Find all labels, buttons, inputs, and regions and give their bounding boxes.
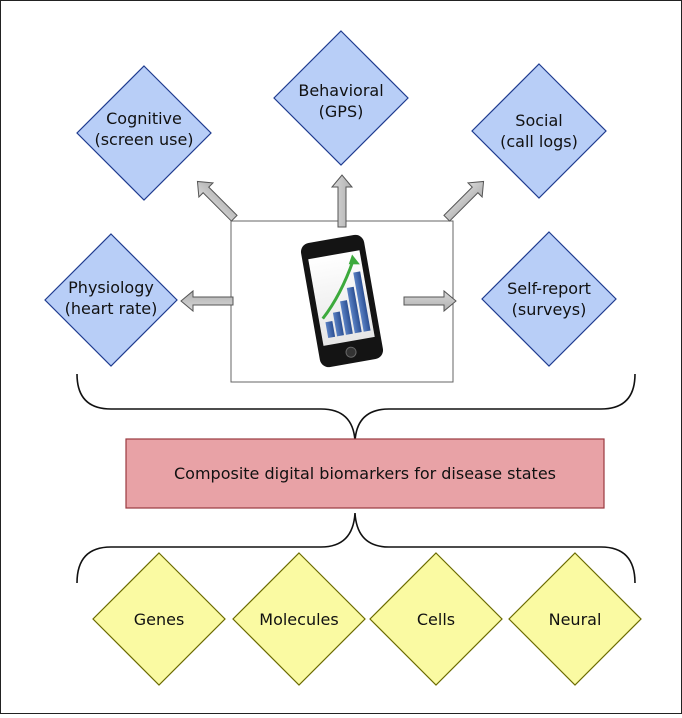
node-behavioral: Behavioral (GPS) xyxy=(273,30,409,166)
lower-brace xyxy=(76,512,636,584)
upper-brace xyxy=(76,373,636,442)
arrow-to-physiology xyxy=(180,290,234,312)
node-physiology: Physiology (heart rate) xyxy=(44,233,178,367)
node-neural: Neural xyxy=(508,552,642,686)
node-self-report: Self-report (surveys) xyxy=(481,231,617,367)
node-molecules-label: Molecules xyxy=(259,610,338,629)
node-genes-label: Genes xyxy=(134,610,185,629)
node-cells-label: Cells xyxy=(417,610,455,629)
composite-biomarker-box: Composite digital biomarkers for disease… xyxy=(125,438,605,509)
node-neural-label: Neural xyxy=(549,610,602,629)
node-cognitive-line1: Cognitive xyxy=(106,109,182,128)
node-molecules: Molecules xyxy=(232,552,366,686)
node-cells: Cells xyxy=(369,552,503,686)
node-physiology-line2: (heart rate) xyxy=(65,299,158,318)
node-physiology-line1: Physiology xyxy=(68,278,154,297)
node-cognitive-line2: (screen use) xyxy=(94,130,193,149)
smartphone-growth-chart-icon xyxy=(300,234,384,368)
arrow-to-social xyxy=(439,173,492,226)
node-self-report-line2: (surveys) xyxy=(512,300,587,319)
arrow-to-cognitive xyxy=(189,173,242,226)
node-social-line1: Social xyxy=(515,111,562,130)
node-social-line2: (call logs) xyxy=(500,132,578,151)
node-behavioral-line2: (GPS) xyxy=(319,102,364,121)
composite-biomarker-label: Composite digital biomarkers for disease… xyxy=(174,464,556,483)
node-social: Social (call logs) xyxy=(471,63,607,199)
node-behavioral-line1: Behavioral xyxy=(298,81,383,100)
node-cognitive: Cognitive (screen use) xyxy=(76,65,212,201)
node-genes: Genes xyxy=(92,552,226,686)
node-self-report-line1: Self-report xyxy=(507,279,591,298)
arrow-to-behavioral xyxy=(331,174,353,228)
